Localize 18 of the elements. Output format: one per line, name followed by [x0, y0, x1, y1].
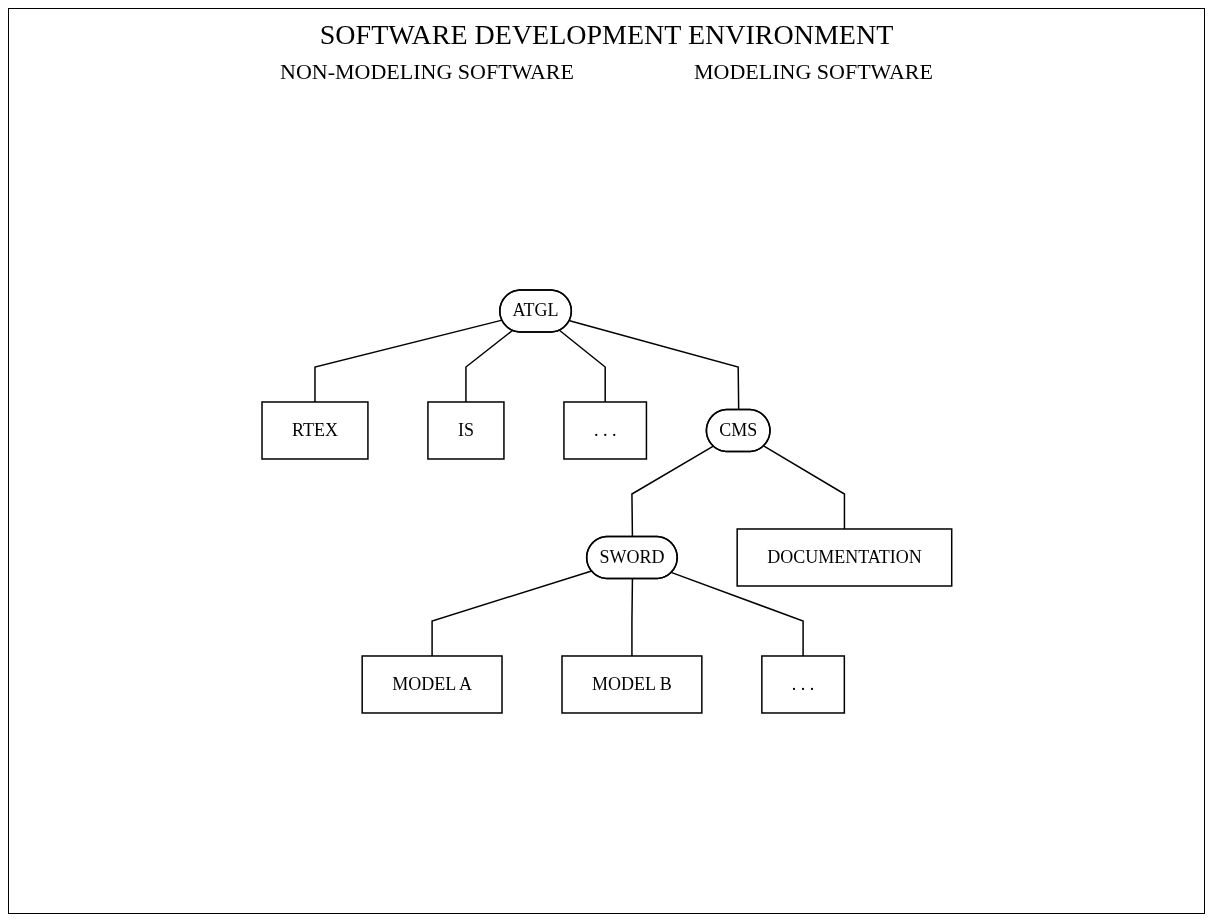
connector [762, 444, 845, 530]
connector [464, 329, 513, 403]
section-heading: NON-MODELING SOFTWARE [280, 59, 574, 85]
node-box: IS [426, 400, 505, 460]
node-box: RTEX [260, 400, 369, 460]
diagram-title: SOFTWARE DEVELOPMENT ENVIRONMENT [319, 19, 894, 51]
node-box: . . . [562, 400, 647, 460]
connector [431, 569, 593, 657]
connector [630, 577, 633, 657]
node-box: MODEL A [361, 654, 503, 714]
node-box: DOCUMENTATION [736, 527, 953, 587]
section-heading: MODELING SOFTWARE [694, 59, 933, 85]
connector [670, 571, 804, 657]
node-box: MODEL B [560, 654, 703, 714]
connector [568, 319, 740, 411]
connector [313, 318, 503, 403]
connector [558, 329, 606, 403]
node-box: . . . [760, 654, 845, 714]
